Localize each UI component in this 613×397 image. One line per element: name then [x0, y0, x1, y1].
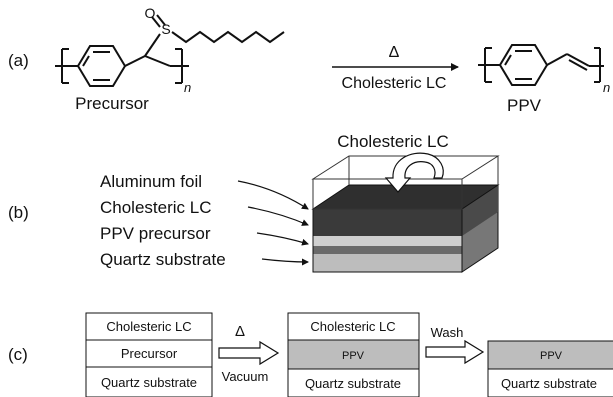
layer-label-quartz-substrate: Quartz substrate	[100, 250, 226, 269]
oxygen-atom-label: O	[145, 5, 156, 21]
cell-top-label: Cholesteric LC	[337, 132, 449, 151]
layer-label-ppv-precursor: PPV precursor	[100, 224, 211, 243]
precursor-structure	[55, 14, 285, 87]
stack1-top-text: Cholesteric LC	[106, 319, 191, 334]
layer-label-aluminum-foil: Aluminum foil	[100, 172, 202, 191]
layer-label-cholesteric-lc: Cholesteric LC	[100, 198, 212, 217]
precursor-n-subscript: n	[184, 80, 191, 95]
stack-1: Cholesteric LC Precursor Quartz substrat…	[85, 312, 213, 397]
stack2-bottom-text: Quartz substrate	[305, 376, 401, 391]
stack3-middle-text: PPV	[540, 350, 563, 362]
stack2-top-text: Cholesteric LC	[310, 319, 395, 334]
panel-b: (b) Cholesteric LC Aluminum foil Cholest…	[8, 132, 500, 273]
quartz-substrate-layer	[313, 254, 462, 272]
arrow1-top-label: Δ	[235, 323, 245, 340]
stack3-bottom-text: Quartz substrate	[501, 376, 597, 391]
reaction-arrow-bottom-label: Cholesteric LC	[342, 75, 447, 92]
stack1-middle-text: Precursor	[121, 346, 178, 361]
ppv-product-label: PPV	[507, 96, 542, 115]
sulfur-atom-label: S	[161, 21, 170, 37]
panel-c-label: (c)	[8, 345, 28, 364]
separator-layer	[313, 246, 462, 254]
stack-3: PPV Quartz substrate	[487, 340, 613, 397]
ppv-n-subscript: n	[603, 80, 610, 95]
panel-a: (a) S O n Precursor	[8, 5, 610, 115]
stack-2: Cholesteric LC PPV Quartz substrate	[287, 312, 420, 397]
stack1-bottom-text: Quartz substrate	[101, 375, 197, 390]
panel-c: (c) Cholesteric LC Precursor Quartz subs…	[8, 312, 613, 397]
reaction-arrow-top-label: Δ	[389, 44, 400, 61]
panel-b-label: (b)	[8, 203, 29, 222]
process-arrow-1	[218, 340, 280, 366]
arrow1-bottom-label: Vacuum	[222, 369, 269, 384]
ppv-precursor-layer	[313, 236, 462, 246]
panel-a-label: (a)	[8, 51, 29, 70]
process-arrow-2	[425, 339, 485, 365]
aluminum-foil-box	[311, 155, 500, 210]
lc-insert-arrow	[384, 152, 444, 193]
cholesteric-lc-layer	[313, 209, 462, 236]
arrow2-top-label: Wash	[431, 325, 464, 340]
ppv-structure	[478, 44, 604, 86]
leader-lines	[237, 180, 309, 266]
layered-cell	[311, 152, 500, 273]
stack2-middle-text: PPV	[342, 350, 365, 362]
precursor-label: Precursor	[75, 94, 149, 113]
